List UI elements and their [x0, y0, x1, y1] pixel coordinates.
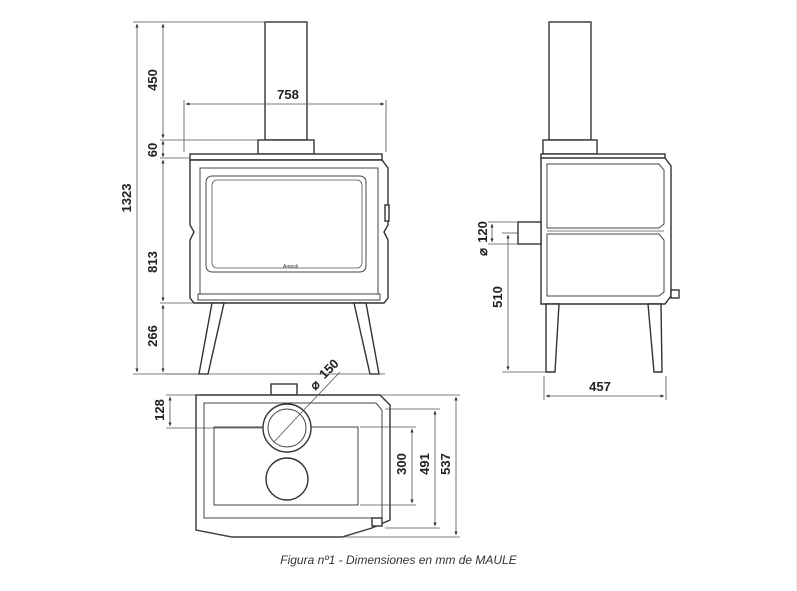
dim-leg-height: 266: [145, 325, 160, 347]
dim-total-height: 1323: [119, 184, 134, 213]
figure-caption: Figura nº1 - Dimensiones en mm de MAULE: [280, 553, 517, 567]
dim-inner-depth: 300: [394, 453, 409, 475]
side-flue-pipe: [548, 21, 592, 141]
top-rear-outlet: [270, 383, 298, 396]
front-logo: Amesti: [283, 264, 298, 270]
side-view: ⌀ 120 510 457: [475, 21, 680, 400]
front-door-glass: [205, 175, 367, 273]
dim-overall-width: 758: [277, 87, 299, 102]
dim-rear-outlet-height: 510: [490, 286, 505, 308]
dim-rear-outlet-diameter: 120: [475, 221, 490, 243]
front-view: Amesti 758 450 60 813 266 1323: [119, 21, 390, 375]
front-flue-pipe: [264, 21, 308, 141]
dim-outlet-offset: 128: [152, 399, 167, 421]
top-view: ⌀ 150 128 300 491 537: [152, 356, 460, 538]
front-door-glass-inner: [211, 179, 363, 269]
dim-body-height: 813: [145, 251, 160, 273]
front-leg-left: [198, 302, 225, 375]
front-stove-body: [189, 159, 389, 304]
dim-flue-height: 450: [145, 69, 160, 91]
front-ash-strip: [197, 293, 381, 301]
dim-overall-depth: 537: [438, 453, 453, 475]
dim-mid-depth: 491: [417, 453, 432, 475]
dim-outlet-diameter-symbol: ⌀: [307, 377, 323, 393]
front-flue-collar: [257, 139, 315, 155]
dim-outlet-diameter: 150: [316, 356, 342, 382]
side-flue-collar: [542, 139, 598, 155]
front-door-handle: [384, 204, 390, 222]
side-leg-rear: [545, 303, 560, 373]
front-top-plate: [189, 153, 383, 161]
dim-depth: 457: [589, 379, 611, 394]
dim-rear-outlet-symbol: ⌀: [475, 248, 490, 256]
top-front-plate: [265, 457, 309, 501]
dim-top-plate: 60: [145, 143, 160, 157]
front-leg-right: [353, 302, 380, 375]
side-leg-front: [647, 303, 663, 373]
side-rear-outlet: [517, 221, 542, 245]
